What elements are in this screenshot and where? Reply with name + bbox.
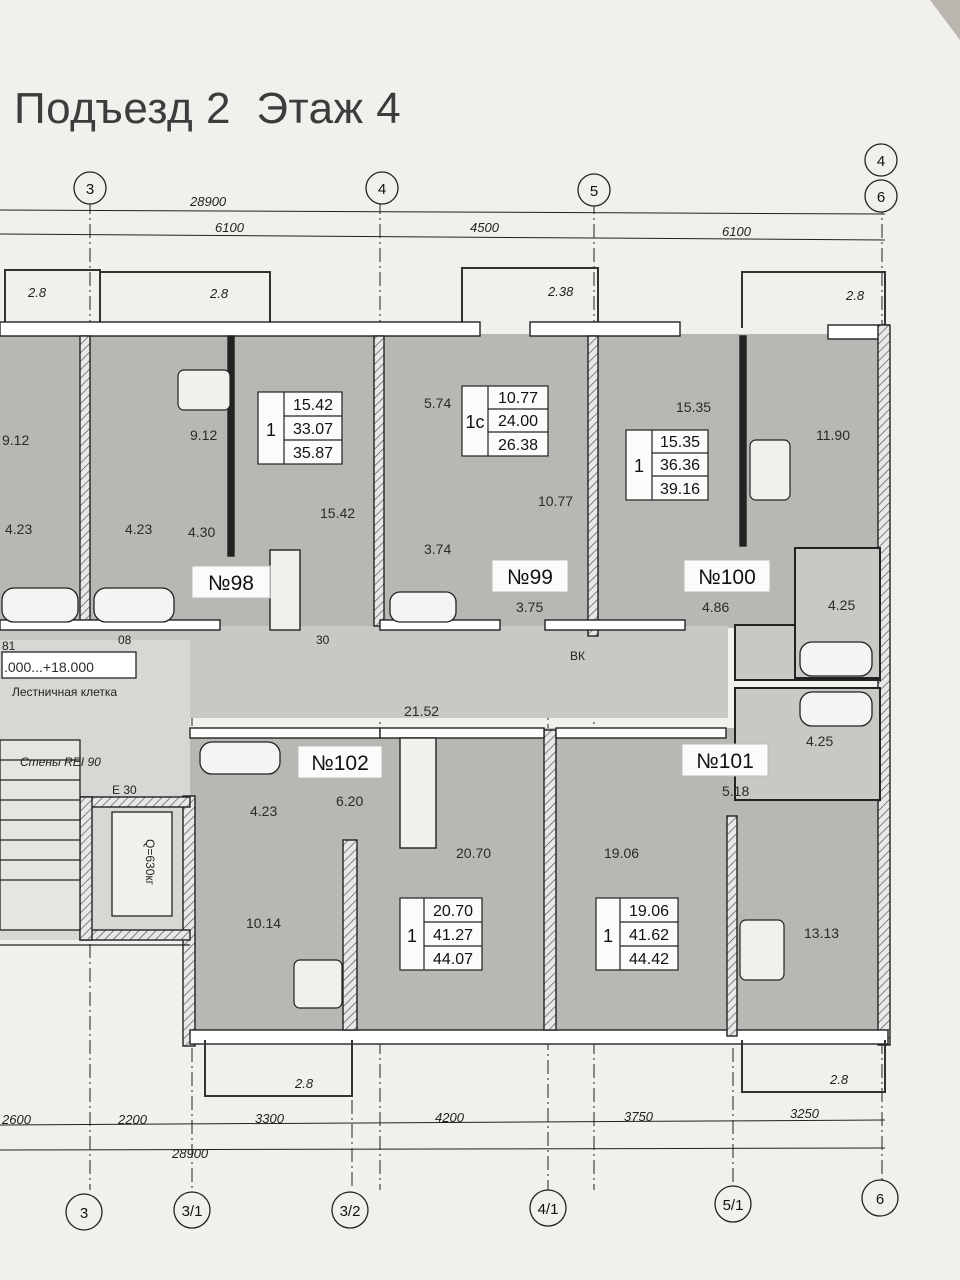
- stair-walls-rating: Стены REI 90: [20, 755, 101, 769]
- axis-label-4-right: 4: [877, 153, 885, 170]
- dim-bottom-4: 4200: [435, 1110, 465, 1125]
- dim-top-total: 28900: [189, 194, 227, 209]
- axis-label-5: 5: [590, 183, 598, 200]
- dim-bottom-2: 2200: [117, 1112, 148, 1127]
- room-area: 4.30: [188, 524, 215, 540]
- apt98-living: 15.42: [293, 397, 333, 414]
- dining-tables: [177, 369, 791, 1009]
- dim-bottom-1: 2600: [1, 1112, 32, 1127]
- dim-bottom-6: 3250: [790, 1106, 820, 1121]
- room-area: 15.42: [320, 505, 355, 521]
- apt101-living: 19.06: [629, 903, 669, 920]
- vk-label: ВК: [570, 649, 585, 663]
- axis-label-4: 4: [378, 181, 386, 198]
- room-area: 4.23: [250, 803, 277, 819]
- apt101-total-balcony: 44.42: [629, 951, 669, 968]
- room-area: 6.20: [336, 793, 363, 809]
- balcony-area-1: 2.8: [27, 285, 47, 300]
- bottom-balconies: [204, 1040, 886, 1097]
- apartment-102-label: №102: [311, 752, 369, 775]
- axis-label-b6: 6: [876, 1191, 884, 1208]
- top-axis-markers: [73, 143, 898, 213]
- room-area: 9.12: [2, 432, 29, 448]
- room-area: 10.77: [538, 493, 573, 509]
- room-area: 11.90: [816, 427, 850, 443]
- room-area: 4.86: [702, 599, 729, 615]
- dim-bottom-3: 3300: [255, 1111, 285, 1126]
- page-title: Подъезд 2 Этаж 4: [14, 84, 402, 133]
- apt102-total: 41.27: [433, 927, 473, 944]
- apartment-label-boxes: [191, 559, 771, 779]
- apt102-living: 20.70: [433, 903, 473, 920]
- apt100-living: 15.35: [660, 434, 700, 451]
- apt99-rooms: 1с: [465, 412, 484, 432]
- axis-label-b32: 3/2: [340, 1203, 361, 1220]
- opening-label-80: 08: [118, 633, 132, 647]
- apt100-total-balcony: 39.16: [660, 481, 700, 498]
- dim-top-1: 6100: [215, 220, 245, 235]
- room-area: 4.23: [5, 521, 32, 537]
- balcony-area-2: 2.8: [209, 286, 229, 301]
- apartment-99-label: №99: [507, 566, 553, 589]
- axis-label-b3: 3: [80, 1205, 88, 1222]
- apt102-rooms: 1: [407, 926, 417, 946]
- room-area: 21.52: [404, 703, 439, 719]
- apt98-total: 33.07: [293, 421, 333, 438]
- lift-capacity: Q=630кг: [143, 839, 157, 886]
- room-area: 9.12: [190, 427, 217, 443]
- walls: [0, 321, 891, 1047]
- balcony-area-3: 2.38: [547, 284, 574, 299]
- bottom-axis-markers: [65, 1179, 899, 1231]
- apt99-total-balcony: 26.38: [498, 437, 538, 454]
- top-balconies: [4, 267, 886, 328]
- room-area: 4.23: [125, 521, 152, 537]
- balcony-area-4: 2.8: [845, 288, 865, 303]
- balcony-area-6: 2.8: [829, 1072, 849, 1087]
- apt101-total: 41.62: [629, 927, 669, 944]
- area-info-boxes: [257, 385, 709, 971]
- balcony-area-5: 2.8: [294, 1076, 314, 1091]
- stair-level-range: .000...+18.000: [4, 659, 94, 675]
- dim-bottom-total: 28900: [171, 1146, 209, 1161]
- apt100-rooms: 1: [634, 456, 644, 476]
- room-area: 20.70: [456, 845, 491, 861]
- bathtubs: [1, 587, 873, 775]
- dim-top-2: 4500: [470, 220, 500, 235]
- apt98-rooms: 1: [266, 420, 276, 440]
- room-area: 3.74: [424, 541, 451, 557]
- axis-label-6: 6: [877, 189, 885, 206]
- room-area: 10.14: [246, 915, 281, 931]
- room-area: 19.06: [604, 845, 639, 861]
- room-area: 13.13: [804, 925, 839, 941]
- opening-label-30: 30: [316, 633, 330, 647]
- apt101-rooms: 1: [603, 926, 613, 946]
- apartment-98-label: №98: [208, 572, 254, 595]
- room-area: 4.25: [828, 597, 855, 613]
- axis-label-b51: 5/1: [723, 1197, 744, 1214]
- axis-label-b41: 4/1: [538, 1201, 559, 1218]
- apt102-total-balcony: 44.07: [433, 951, 473, 968]
- apt99-living: 10.77: [498, 390, 538, 407]
- stair-block: [0, 651, 190, 946]
- room-area: 5.74: [424, 395, 451, 411]
- room-area: 4.25: [806, 733, 833, 749]
- dim-bottom-5: 3750: [624, 1109, 654, 1124]
- room-area: 3.75: [516, 599, 543, 615]
- room-area: 5.18: [722, 783, 749, 799]
- axis-label-3: 3: [86, 181, 94, 198]
- axis-label-b31: 3/1: [182, 1203, 203, 1220]
- stair-fire-rating: E 30: [112, 783, 137, 797]
- stair-label: Лестничная клетка: [12, 685, 117, 699]
- apartment-100-label: №100: [698, 566, 756, 589]
- apt100-total: 36.36: [660, 457, 700, 474]
- apt99-total: 24.00: [498, 413, 538, 430]
- apt98-total-balcony: 35.87: [293, 445, 333, 462]
- stair-axis-label: 81: [2, 639, 16, 653]
- room-area: 15.35: [676, 399, 711, 415]
- dim-top-3: 6100: [722, 224, 752, 239]
- apartment-101-label: №101: [696, 750, 754, 773]
